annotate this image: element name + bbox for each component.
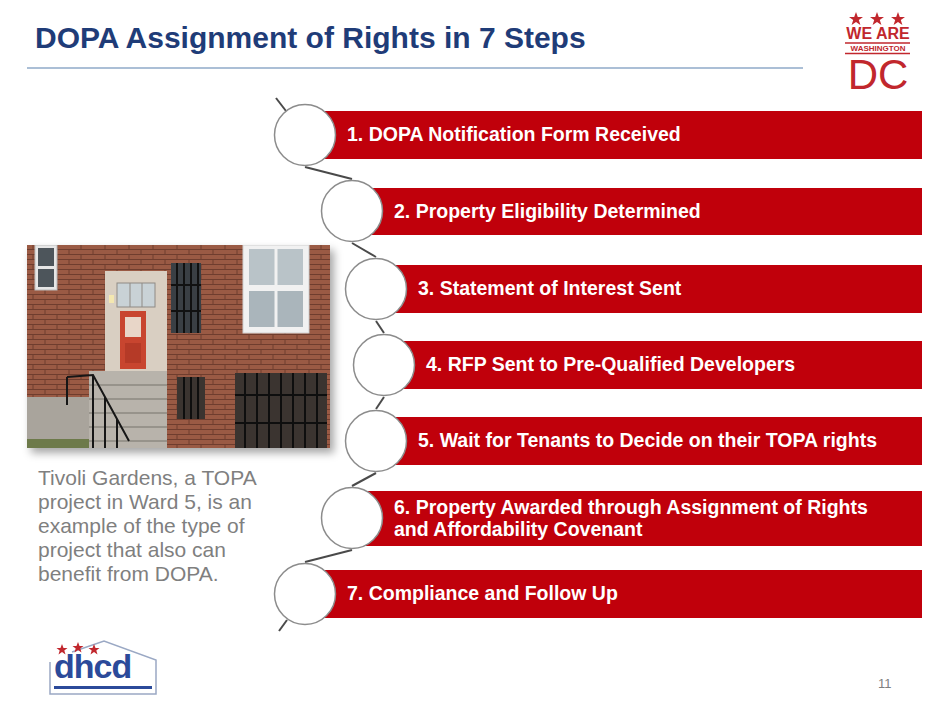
stairs bbox=[27, 371, 167, 448]
timeline-connector bbox=[376, 321, 384, 333]
timeline-connector bbox=[305, 550, 352, 562]
step-circle bbox=[352, 333, 416, 397]
building-photo bbox=[27, 245, 330, 448]
lower-windows bbox=[177, 373, 327, 448]
logo-text: dhcd bbox=[54, 648, 131, 684]
step-node: 4. RFP Sent to Pre-Qualified Developers bbox=[352, 333, 922, 397]
step-band: 1. DOPA Notification Form Received bbox=[305, 111, 922, 159]
grass bbox=[27, 439, 89, 448]
step-text: 1. DOPA Notification Form Received bbox=[347, 124, 681, 145]
step-circle bbox=[320, 179, 384, 243]
step-circle bbox=[273, 562, 337, 626]
title-rule bbox=[27, 67, 803, 69]
step-band: 3. Statement of Interest Sent bbox=[376, 265, 922, 313]
step-circle bbox=[344, 409, 408, 473]
slide-title: DOPA Assignment of Rights in 7 Steps bbox=[35, 20, 586, 56]
step-node: 6. Property Awarded through Assignment o… bbox=[320, 486, 922, 550]
step-node: 3. Statement of Interest Sent bbox=[344, 257, 922, 321]
step-text: 7. Compliance and Follow Up bbox=[347, 583, 618, 604]
step-text: 5. Wait for Tenants to Decide on their T… bbox=[418, 430, 877, 451]
logo-stars bbox=[849, 12, 905, 25]
step-node: 7. Compliance and Follow Up bbox=[273, 562, 922, 626]
step-circle bbox=[273, 103, 337, 167]
step-text: 4. RFP Sent to Pre-Qualified Developers bbox=[426, 354, 795, 375]
timeline-connector bbox=[305, 167, 352, 179]
step-node: 1. DOPA Notification Form Received bbox=[273, 103, 922, 167]
timeline-connector bbox=[376, 397, 384, 409]
logo-text: DC bbox=[842, 54, 914, 96]
step-band: 4. RFP Sent to Pre-Qualified Developers bbox=[384, 341, 922, 389]
photo-caption: Tivoli Gardens, a TOPA project in Ward 5… bbox=[38, 466, 283, 586]
barred-window bbox=[171, 263, 201, 333]
page-number: 11 bbox=[878, 676, 892, 691]
step-band: 7. Compliance and Follow Up bbox=[305, 570, 922, 618]
logo-text: WASHINGTON bbox=[842, 44, 914, 53]
step-text: 3. Statement of Interest Sent bbox=[418, 278, 681, 299]
step-text: 6. Property Awarded through Assignment o… bbox=[394, 497, 889, 539]
large-window bbox=[243, 245, 309, 333]
step-band: 6. Property Awarded through Assignment o… bbox=[352, 491, 922, 546]
step-node: 2. Property Eligibility Determined bbox=[320, 179, 922, 243]
step-node: 5. Wait for Tenants to Decide on their T… bbox=[344, 409, 922, 473]
step-text: 2. Property Eligibility Determined bbox=[394, 201, 701, 222]
entrance bbox=[105, 271, 167, 371]
logo-text: WE ARE bbox=[842, 25, 914, 42]
dhcd-logo-mark bbox=[50, 641, 156, 694]
step-circle bbox=[320, 486, 384, 550]
step-band: 5. Wait for Tenants to Decide on their T… bbox=[376, 417, 922, 465]
step-circle bbox=[344, 257, 408, 321]
timeline-connector bbox=[352, 473, 376, 486]
timeline-connector bbox=[352, 243, 376, 257]
upper-left-window bbox=[35, 245, 57, 290]
step-band: 2. Property Eligibility Determined bbox=[352, 188, 922, 235]
